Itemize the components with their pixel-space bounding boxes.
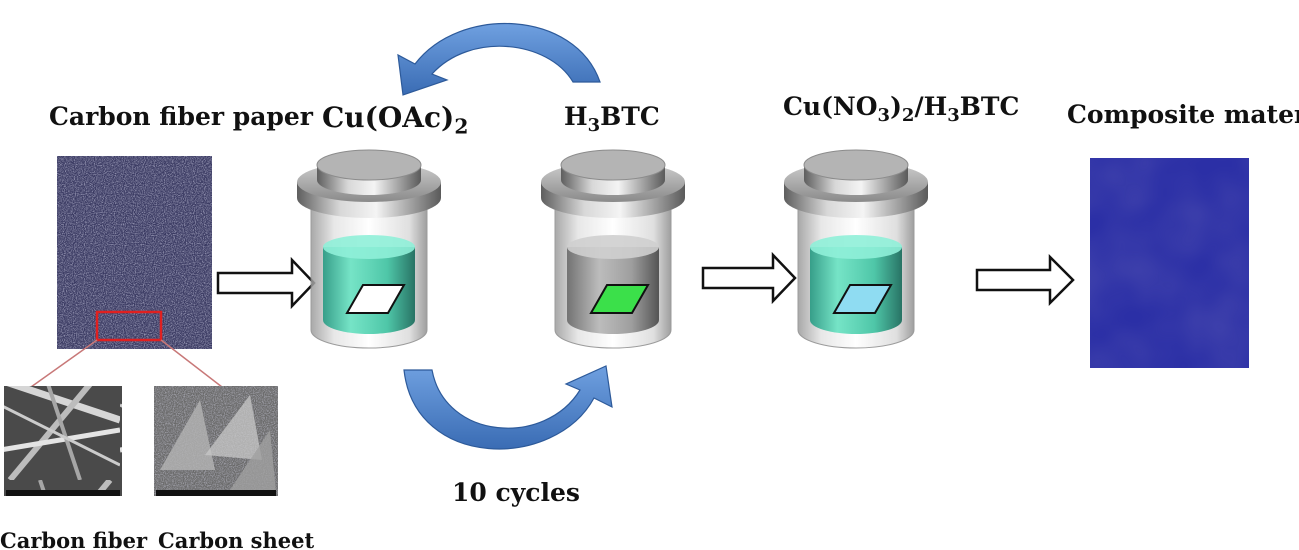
cu-oac-vessel [297,149,441,349]
label-carbon-sheet: Carbon sheet [158,528,315,550]
substrate-sample [832,284,893,314]
cuno3-h3btc-vessel [784,149,928,349]
carbon-fiber-paper-image [30,156,223,388]
carbon-sheet-sem-image [154,386,278,496]
h3btc-vessel [541,149,685,349]
process-arrow-1 [216,256,316,310]
label-composite-material: Composite material [1067,100,1299,129]
label-cu-oac2: Cu(OAc)2 [322,101,469,139]
label-carbon-fiber: Carbon fiber [0,528,148,550]
label-10-cycles: 10 cycles [452,478,580,507]
substrate-sample [345,284,406,314]
zoom-line-left [30,339,98,388]
cycle-arrow-bottom [403,365,613,450]
process-arrow-2 [701,251,797,305]
substrate-sample [589,284,650,314]
label-h3btc: H3BTC [564,102,660,136]
zoom-line-right [160,339,223,388]
cycle-arrow-top [397,22,601,96]
carbon-fiber-sem-image [4,386,122,496]
label-carbon-fiber-paper: Carbon fiber paper [49,102,313,131]
process-arrow-3 [975,253,1075,307]
composite-material-image [1090,158,1249,368]
zoom-region-box [95,310,163,342]
label-cuno3-h3btc: Cu(NO3)2/H3BTC [783,92,1020,126]
